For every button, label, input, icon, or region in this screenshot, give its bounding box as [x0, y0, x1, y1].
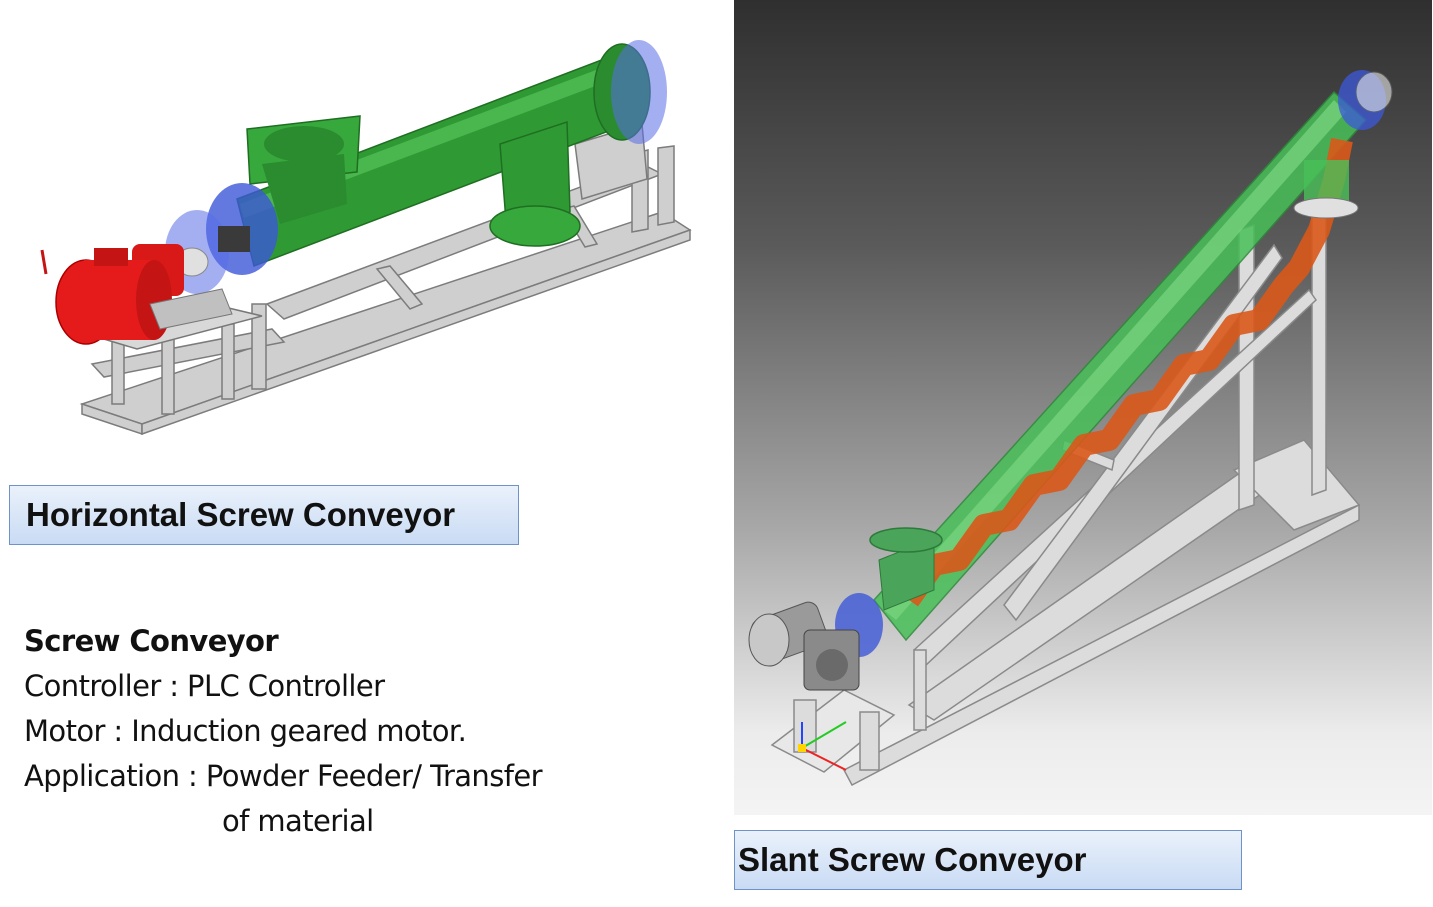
horizontal-conveyor-caption: Horizontal Screw Conveyor: [9, 485, 519, 545]
conveyor-specs: Screw Conveyor Controller : PLC Controll…: [24, 619, 543, 844]
specs-heading: Screw Conveyor: [24, 624, 279, 658]
horizontal-caption-text: Horizontal Screw Conveyor: [26, 496, 456, 533]
spec-application-cont: of material: [222, 804, 374, 838]
spec-motor: Motor : Induction geared motor.: [24, 714, 467, 748]
spec-application: Application : Powder Feeder/ Transfer: [24, 759, 543, 793]
screw-tube: [236, 43, 651, 268]
axis-triad-icon: [798, 721, 847, 771]
slant-conveyor-caption: Slant Screw Conveyor: [734, 830, 1242, 890]
geared-motor: [40, 244, 233, 345]
slant-caption-text: Slant Screw Conveyor: [738, 841, 1087, 878]
horizontal-conveyor-image: [22, 4, 706, 456]
slant-conveyor-image: [734, 0, 1432, 815]
slant-motor: [748, 601, 860, 691]
end-flange: [611, 40, 667, 144]
slant-tube: [869, 90, 1368, 642]
screw-flight: [900, 137, 1353, 607]
spec-controller: Controller : PLC Controller: [24, 669, 385, 703]
